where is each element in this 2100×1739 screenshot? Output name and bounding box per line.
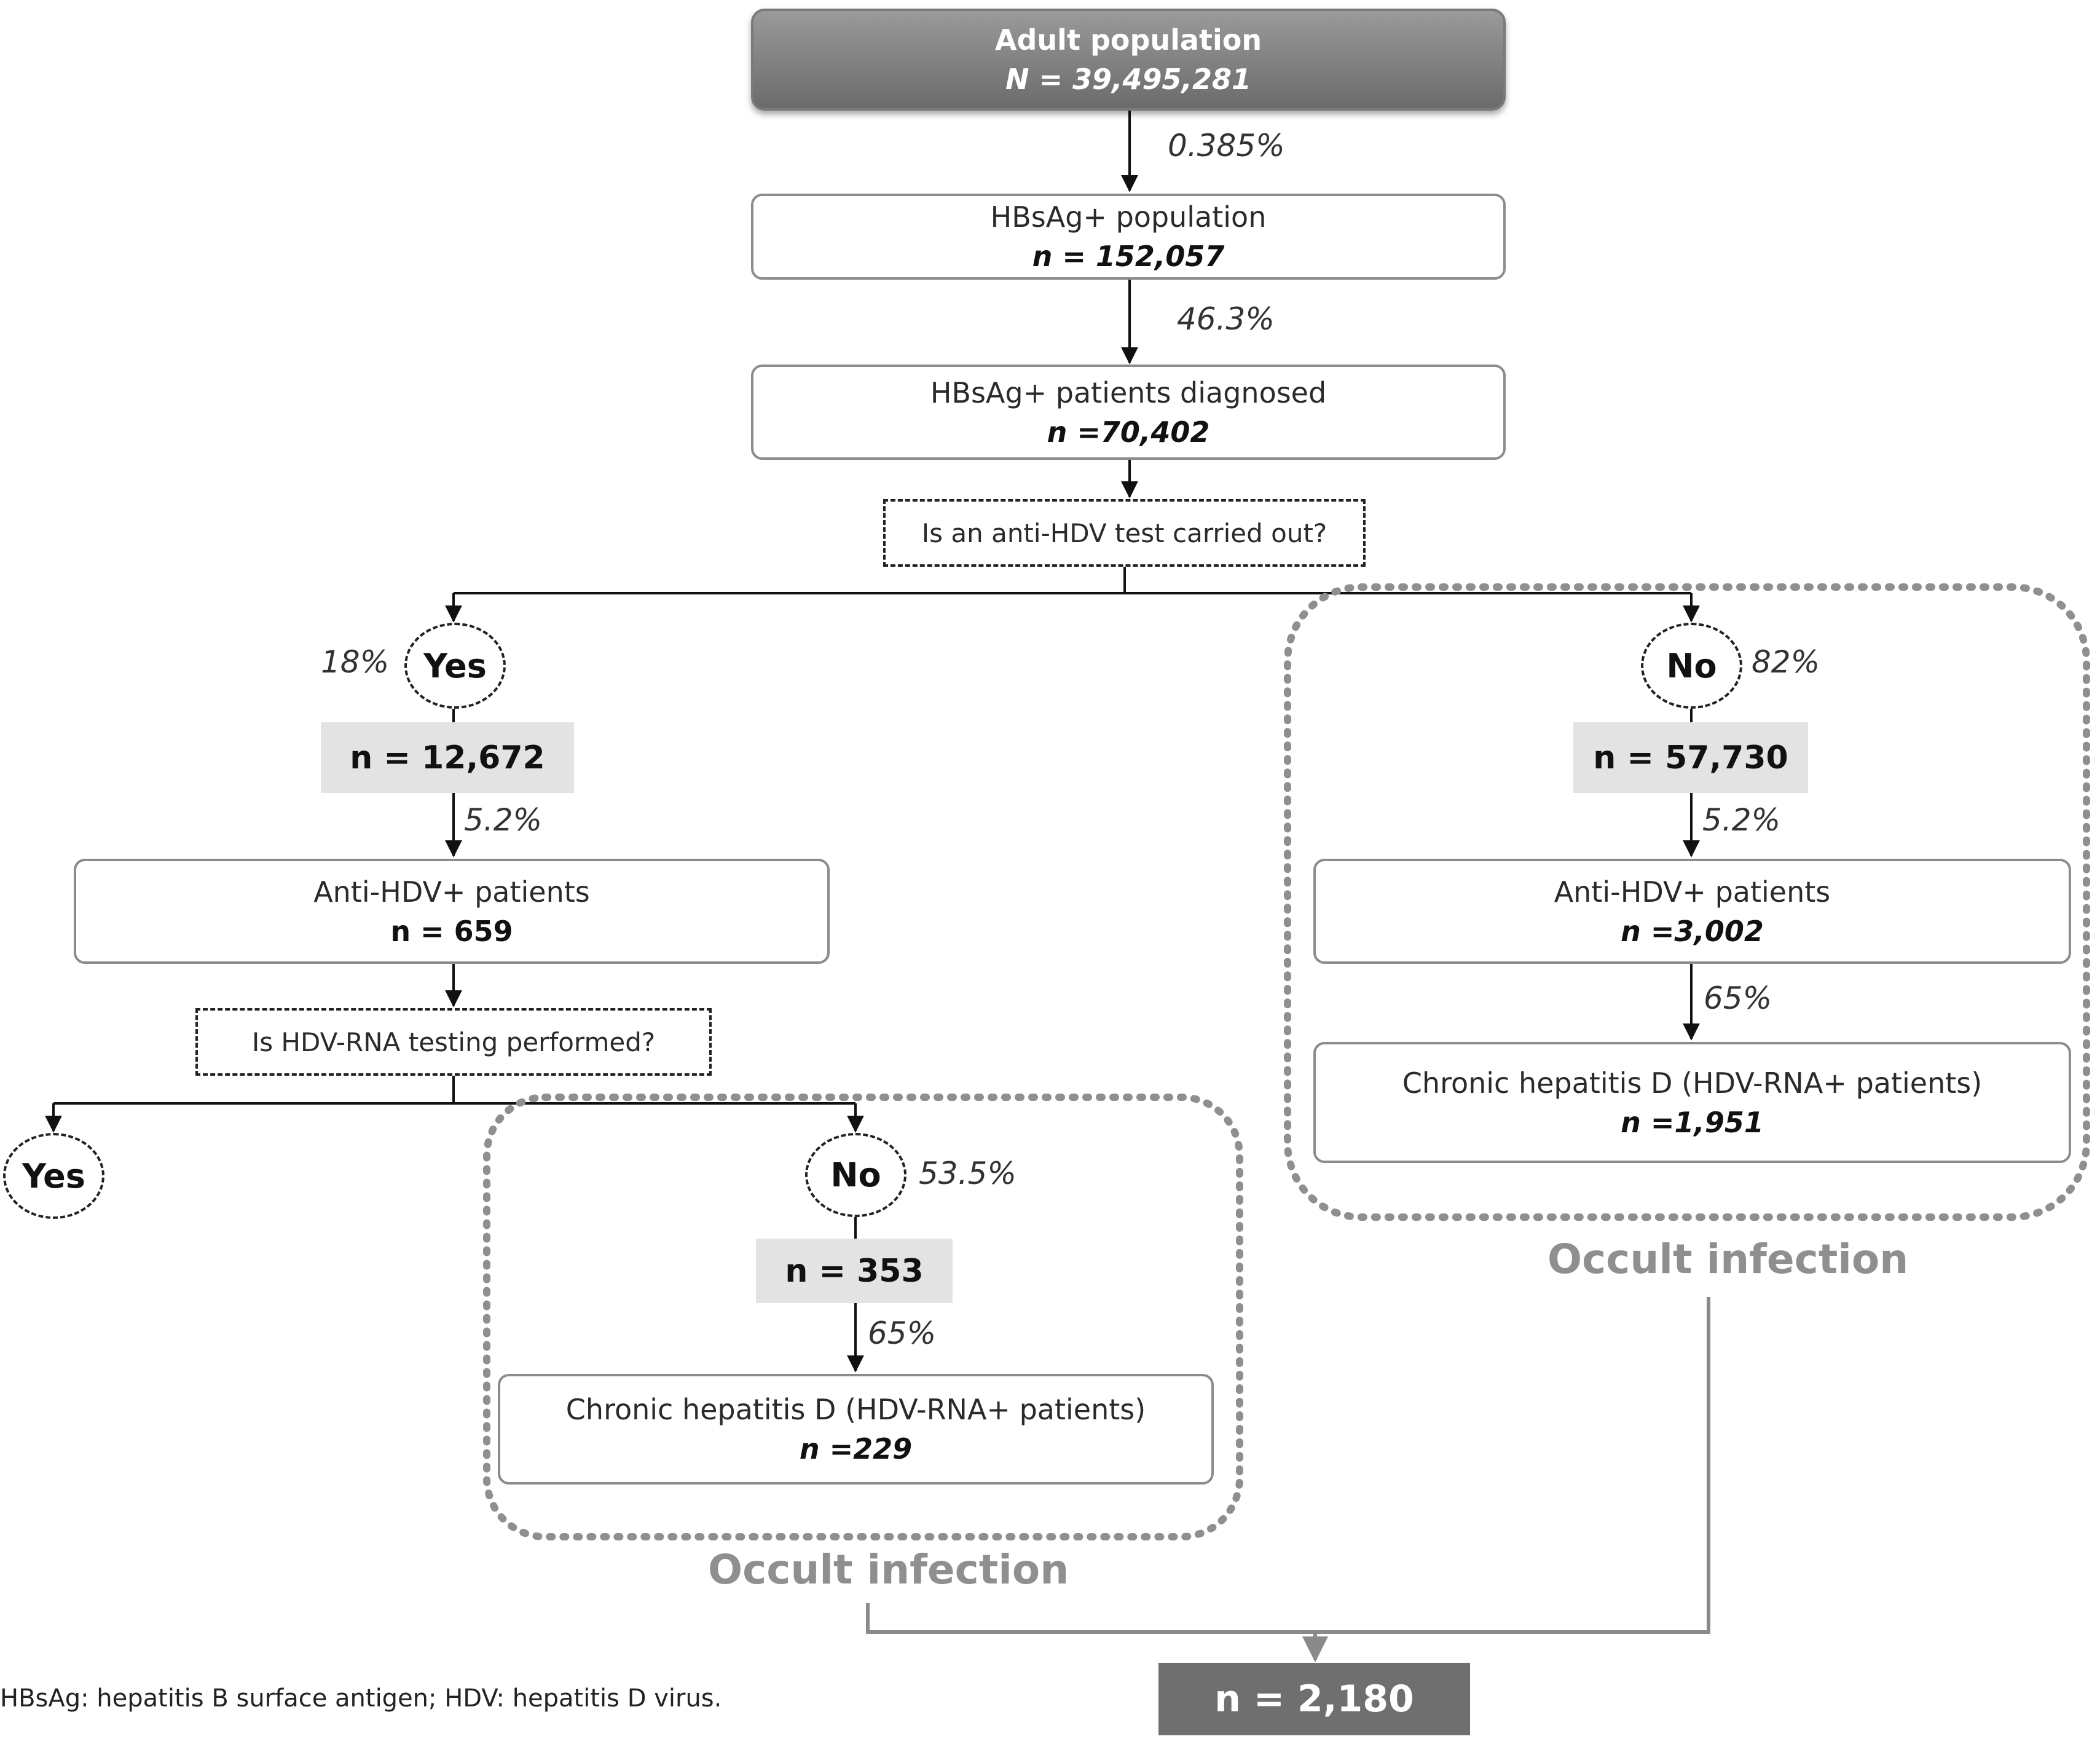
hbsag-population-label: HBsAg+ population bbox=[990, 200, 1267, 234]
right-count: n = 57,730 bbox=[1573, 722, 1808, 793]
right-chronic-value: n =1,951 bbox=[1621, 1105, 1764, 1139]
right-chronic-box: Chronic hepatitis D (HDV-RNA+ patients) … bbox=[1313, 1042, 2071, 1163]
hbsag-population-value: n = 152,057 bbox=[1032, 240, 1225, 273]
left-count: n = 12,672 bbox=[321, 722, 574, 793]
adult-population-box: Adult population N = 39,495,281 bbox=[751, 9, 1506, 111]
anti-hdv-question: Is an anti-HDV test carried out? bbox=[883, 499, 1366, 567]
footnote: HBsAg: hepatitis B surface antigen; HDV:… bbox=[0, 1684, 722, 1713]
right-no-pct: 82% bbox=[1752, 644, 1820, 680]
hbsag-diagnosed-value: n =70,402 bbox=[1047, 415, 1210, 449]
total-box: n = 2,180 bbox=[1158, 1663, 1470, 1735]
right-anti-hdv-value: n =3,002 bbox=[1621, 914, 1764, 948]
hbsag-diagnosed-pct: 46.3% bbox=[1177, 301, 1275, 337]
hbsag-population-box: HBsAg+ population n = 152,057 bbox=[751, 194, 1506, 280]
right-chronic-pct: 65% bbox=[1704, 980, 1772, 1016]
left-chronic-pct: 65% bbox=[868, 1315, 937, 1351]
left-chronic-label: Chronic hepatitis D (HDV-RNA+ patients) bbox=[565, 1393, 1146, 1426]
rna-yes-circle: Yes bbox=[3, 1133, 104, 1219]
hdv-rna-question: Is HDV-RNA testing performed? bbox=[195, 1008, 712, 1076]
left-anti-hdv-value: n = 659 bbox=[390, 914, 513, 948]
left-yes-pct: 18% bbox=[321, 644, 390, 680]
hbsag-population-pct: 0.385% bbox=[1168, 128, 1285, 164]
right-anti-hdv-box: Anti-HDV+ patients n =3,002 bbox=[1313, 859, 2071, 964]
rna-no-pct: 53.5% bbox=[919, 1156, 1017, 1191]
left-anti-hdv-label: Anti-HDV+ patients bbox=[313, 875, 590, 909]
rna-no-circle: No bbox=[805, 1133, 906, 1217]
right-chronic-label: Chronic hepatitis D (HDV-RNA+ patients) bbox=[1402, 1066, 1983, 1100]
hbsag-diagnosed-label: HBsAg+ patients diagnosed bbox=[930, 376, 1327, 409]
left-anti-hdv-box: Anti-HDV+ patients n = 659 bbox=[74, 859, 830, 964]
rna-no-count: n = 353 bbox=[756, 1239, 953, 1303]
right-occult-infection-label: Occult infection bbox=[1547, 1236, 1909, 1283]
left-occult-infection-label: Occult infection bbox=[708, 1546, 1069, 1593]
left-yes-circle: Yes bbox=[404, 623, 506, 709]
adult-population-label: Adult population bbox=[994, 23, 1262, 57]
hbsag-diagnosed-box: HBsAg+ patients diagnosed n =70,402 bbox=[751, 365, 1506, 460]
right-anti-hdv-pct: 5.2% bbox=[1702, 802, 1781, 838]
right-no-circle: No bbox=[1641, 623, 1742, 709]
left-anti-hdv-pct: 5.2% bbox=[464, 802, 543, 838]
left-chronic-value: n =229 bbox=[799, 1432, 913, 1465]
right-anti-hdv-label: Anti-HDV+ patients bbox=[1554, 875, 1831, 909]
left-chronic-box: Chronic hepatitis D (HDV-RNA+ patients) … bbox=[498, 1374, 1214, 1485]
adult-population-value: N = 39,495,281 bbox=[1005, 63, 1252, 96]
